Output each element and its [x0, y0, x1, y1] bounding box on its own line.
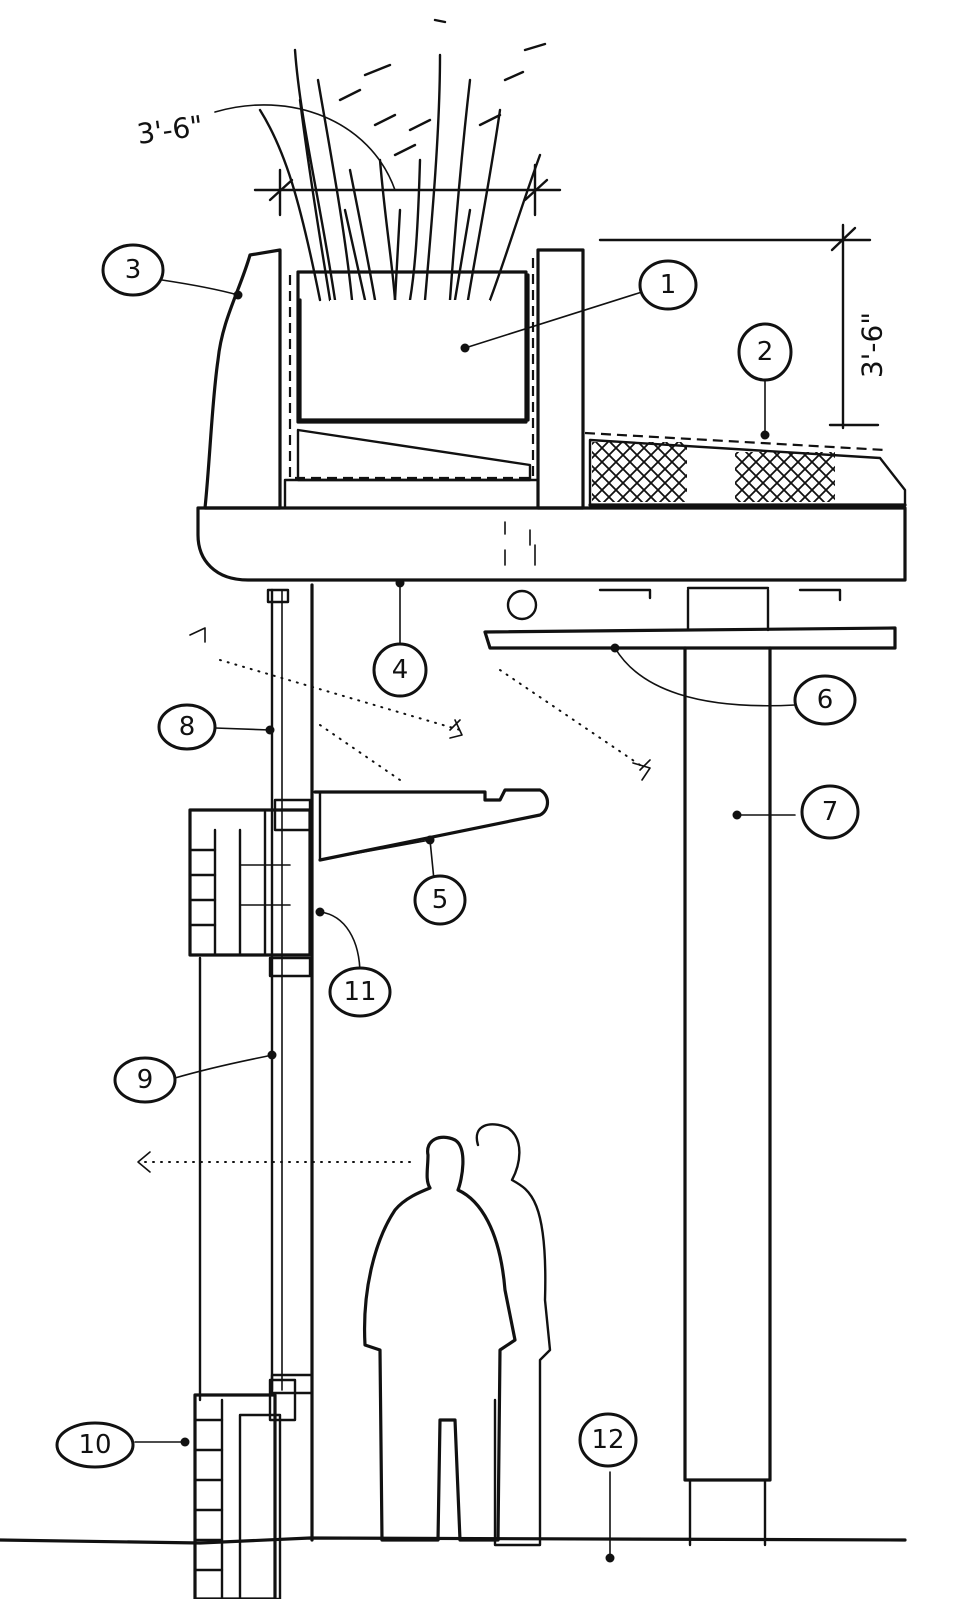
- callout-12: 12: [578, 1412, 638, 1468]
- soffit-panel: [188, 798, 312, 957]
- grasses: [258, 48, 542, 302]
- roof-paving: [584, 431, 907, 507]
- callout-12-label: 12: [591, 1425, 624, 1455]
- callout-5: 5: [413, 874, 467, 926]
- callout-10-label: 10: [78, 1430, 111, 1460]
- guard-dimension: 3'-6": [598, 223, 889, 430]
- leader-dots: [180, 290, 770, 1563]
- callout-6-label: 6: [817, 685, 834, 715]
- guard-height-label: 3'-6": [856, 312, 889, 378]
- callout-10: 10: [55, 1421, 135, 1469]
- planter-wall-left: [203, 248, 282, 510]
- people-silhouettes: [362, 1123, 552, 1547]
- sight-lines: [137, 627, 651, 1173]
- callout-9: 9: [113, 1056, 177, 1104]
- callout-4-label: 4: [392, 655, 409, 685]
- callout-1-label: 1: [660, 270, 677, 300]
- light-shelf: [313, 788, 550, 862]
- callout-leaders: [134, 279, 796, 1559]
- callout-8: 8: [157, 703, 217, 751]
- callout-11-label: 11: [343, 977, 376, 1007]
- callout-8-label: 8: [179, 712, 196, 742]
- callout-5-label: 5: [432, 885, 449, 915]
- base-spandrel: [193, 1378, 297, 1599]
- callout-7: 7: [800, 784, 860, 840]
- callout-3-label: 3: [125, 255, 142, 285]
- column: [683, 588, 772, 1547]
- callout-9-label: 9: [137, 1065, 154, 1095]
- grass-tuft-marks: [338, 18, 547, 157]
- callout-2-label: 2: [757, 337, 774, 367]
- callout-6: 6: [793, 674, 857, 726]
- planter-dimension: 3'-6": [135, 104, 562, 217]
- callout-7-label: 7: [822, 797, 839, 827]
- callout-2: 2: [737, 322, 793, 382]
- callout-11: 11: [328, 966, 392, 1018]
- beam: [483, 586, 897, 650]
- roof-slab: [196, 506, 907, 621]
- callout-4: 4: [372, 642, 428, 698]
- planter-height-label: 3'-6": [135, 109, 205, 151]
- curtain-wall: [266, 583, 314, 1542]
- callout-3: 3: [101, 243, 165, 297]
- callout-1: 1: [638, 259, 698, 311]
- ground-line: [0, 1536, 907, 1545]
- planter-wall-right: [536, 248, 585, 510]
